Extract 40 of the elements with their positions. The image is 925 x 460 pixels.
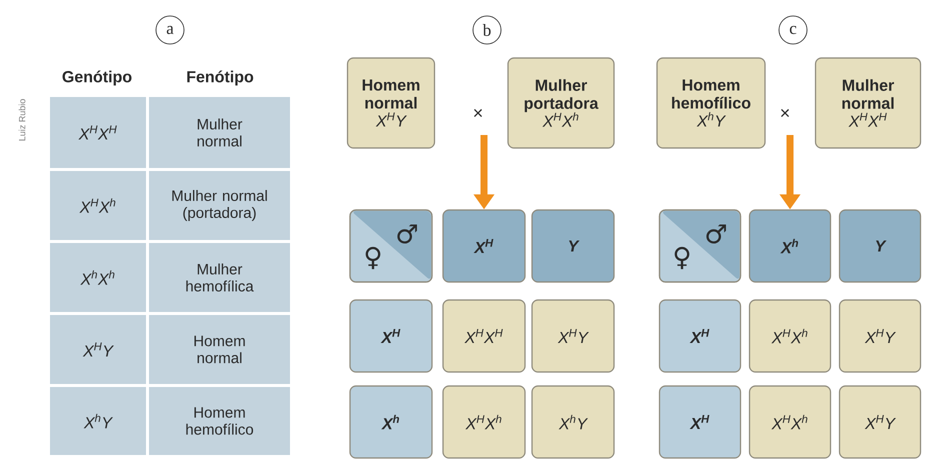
punnett-corner-cell: ♀ ♂ xyxy=(349,209,433,283)
cross-sign: × xyxy=(781,109,790,118)
parent-box: Mulher normal X$^{H}$X$^{H}$ xyxy=(814,57,922,149)
gamete-cell: X$^{H}$ xyxy=(658,299,742,373)
offspring-cell: X$^{H}$Y xyxy=(838,385,922,459)
table-cell: Mulher normal xyxy=(149,97,290,168)
gamete-cell: Y xyxy=(531,209,615,283)
table-cell: Homem normal xyxy=(149,315,290,384)
panel-letter: b xyxy=(472,16,502,44)
credit-text: Luiz Rubio xyxy=(18,99,26,141)
table-cell: Homem hemofílico xyxy=(149,387,290,455)
parent-box: Homem normal X$^{H}$Y xyxy=(346,57,436,149)
gamete-cell: X$^{h}$ xyxy=(748,209,832,283)
offspring-cell: X$^{h}$Y xyxy=(531,385,615,459)
gamete-cell: X$^{H}$ xyxy=(658,385,742,459)
panel-letter: a xyxy=(156,16,184,44)
offspring-cell: X$^{H}$X$^{h}$ xyxy=(442,385,526,459)
parent-box: Mulher portadora X$^{H}$X$^{h}$ xyxy=(507,57,615,149)
table-cell: X$^{h}$Y xyxy=(50,387,146,455)
gamete-cell: X$^{H}$ xyxy=(442,209,526,283)
table-cell: X$^{H}$X$^{h}$ xyxy=(50,171,146,240)
gamete-cell: Y xyxy=(838,209,922,283)
table-cell: Mulher normal (portadora) xyxy=(149,171,290,240)
offspring-cell: X$^{H}$X$^{h}$ xyxy=(748,385,832,459)
offspring-cell: X$^{H}$X$^{h}$ xyxy=(748,299,832,373)
table-cell: Mulher hemofílica xyxy=(149,243,290,312)
cross-sign: × xyxy=(474,109,482,118)
offspring-cell: X$^{H}$X$^{H}$ xyxy=(442,299,526,373)
panel-letter: c xyxy=(778,16,808,44)
offspring-cell: X$^{H}$Y xyxy=(838,299,922,373)
column-header: Genótipo xyxy=(62,70,132,86)
column-header: Fenótipo xyxy=(187,70,254,86)
gamete-cell: X$^{H}$ xyxy=(349,299,433,373)
punnett-corner-cell: ♀ ♂ xyxy=(658,209,742,283)
offspring-cell: X$^{H}$Y xyxy=(531,299,615,373)
table-cell: X$^{H}$Y xyxy=(50,315,146,384)
table-cell: X$^{H}$X$^{H}$ xyxy=(50,97,146,168)
parent-box: Homem hemofílico X$^{h}$Y xyxy=(656,57,766,149)
table-cell: X$^{h}$X$^{h}$ xyxy=(50,243,146,312)
gamete-cell: X$^{h}$ xyxy=(349,385,433,459)
